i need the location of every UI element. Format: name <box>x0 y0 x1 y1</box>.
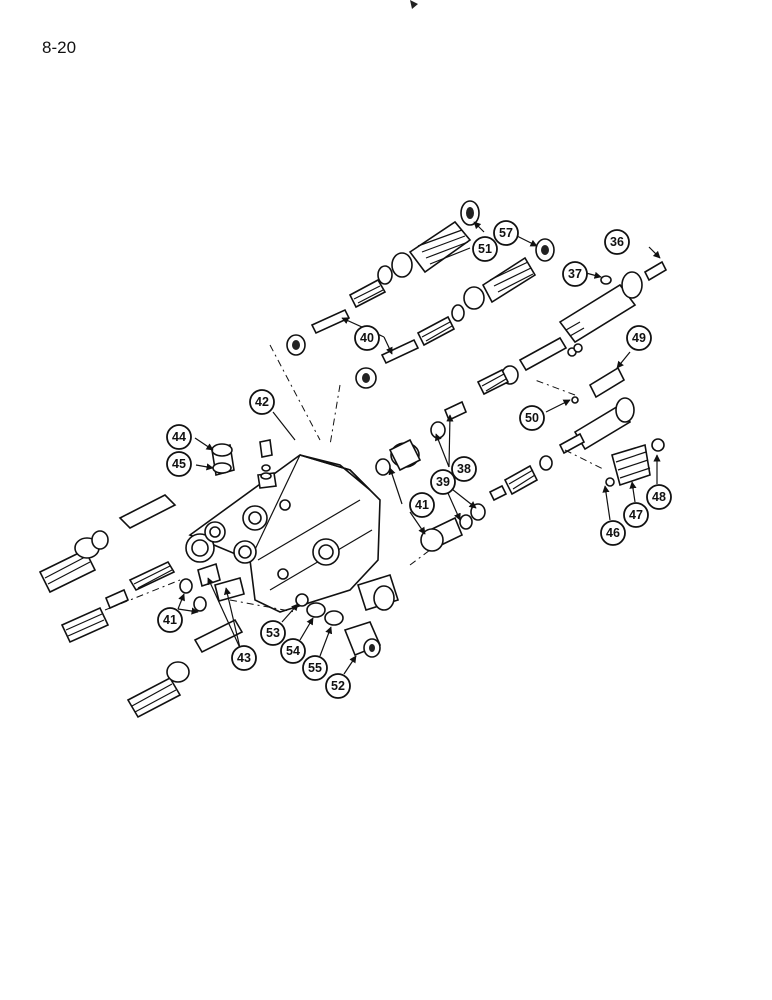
svg-text:41: 41 <box>163 613 177 627</box>
callout-47: 47 <box>623 502 649 528</box>
callout-41b: 41 <box>157 607 183 633</box>
callout-50: 50 <box>519 405 545 431</box>
svg-text:52: 52 <box>331 679 345 693</box>
callout-45: 45 <box>166 451 192 477</box>
svg-text:45: 45 <box>172 457 186 471</box>
svg-text:48: 48 <box>652 490 666 504</box>
page-number: 8-20 <box>42 38 77 57</box>
svg-text:41: 41 <box>415 498 429 512</box>
callout-46: 46 <box>600 520 626 546</box>
callout-54: 54 <box>280 638 306 664</box>
svg-text:36: 36 <box>610 235 624 249</box>
left-spool-assembly <box>38 494 245 719</box>
svg-text:57: 57 <box>499 226 513 240</box>
svg-text:47: 47 <box>629 508 643 522</box>
svg-text:53: 53 <box>266 626 280 640</box>
callout-43: 43 <box>231 645 257 671</box>
callout-44: 44 <box>166 424 192 450</box>
centre-lines <box>104 344 606 613</box>
callout-48: 48 <box>646 484 672 510</box>
callout-42: 42 <box>249 389 275 415</box>
callout-41a: 41 <box>409 492 435 518</box>
svg-text:46: 46 <box>606 526 620 540</box>
right-spool-assembly <box>443 260 668 422</box>
svg-text:38: 38 <box>457 462 471 476</box>
callout-40: 40 <box>354 325 380 351</box>
callout-53: 53 <box>260 620 286 646</box>
top-fittings <box>211 439 277 489</box>
lower-fittings <box>295 573 400 658</box>
svg-text:55: 55 <box>308 661 322 675</box>
svg-text:42: 42 <box>255 395 269 409</box>
valve-body <box>185 454 381 613</box>
svg-text:49: 49 <box>632 331 646 345</box>
top-mark <box>410 0 418 9</box>
callout-51: 51 <box>472 236 498 262</box>
callout-57: 57 <box>493 220 519 246</box>
svg-text:37: 37 <box>568 267 582 281</box>
callout-36: 36 <box>604 229 630 255</box>
svg-text:44: 44 <box>172 430 186 444</box>
callout-52: 52 <box>325 673 351 699</box>
svg-text:50: 50 <box>525 411 539 425</box>
svg-text:54: 54 <box>286 644 300 658</box>
callout-49: 49 <box>626 325 652 351</box>
lower-right-spool-assembly <box>375 397 665 552</box>
callout-39: 39 <box>430 469 456 495</box>
callout-37: 37 <box>562 261 588 287</box>
svg-text:40: 40 <box>360 331 374 345</box>
svg-text:51: 51 <box>478 242 492 256</box>
upper-spool-assembly <box>286 200 555 389</box>
callout-55: 55 <box>302 655 328 681</box>
svg-text:39: 39 <box>436 475 450 489</box>
svg-text:43: 43 <box>237 651 251 665</box>
callout-38: 38 <box>451 456 477 482</box>
